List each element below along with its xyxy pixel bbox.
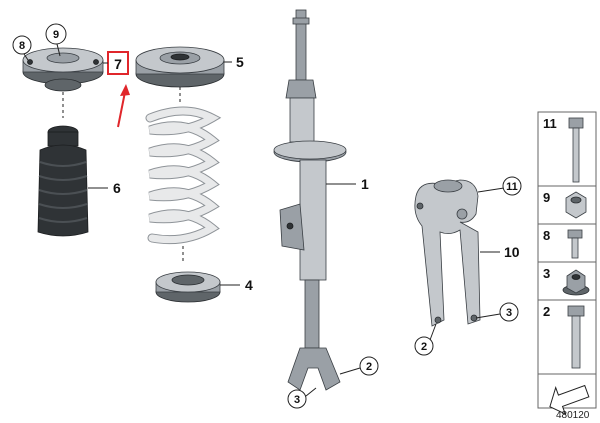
callout-9: 9 [53, 29, 59, 41]
callout-3b-circle [499, 302, 519, 322]
callout-3b: 3 [506, 307, 512, 319]
short-bolt-icon [567, 229, 583, 259]
top-mount-left [22, 47, 104, 92]
long-bolt-icon [568, 117, 584, 183]
panel-label-11: 11 [543, 116, 557, 131]
panel-label-2: 2 [543, 304, 550, 319]
callout-8: 8 [19, 40, 25, 52]
shock-absorber-strut [273, 9, 347, 391]
hex-nut-icon [565, 191, 587, 219]
direction-arrow-icon [549, 384, 590, 415]
callout-4: 4 [245, 277, 253, 293]
callout-8-circle [12, 35, 32, 55]
top-mount-center [135, 46, 225, 88]
fork-bracket [414, 179, 481, 327]
spring-seat [155, 271, 221, 303]
panel-cell-11 [537, 111, 597, 187]
coil-spring [145, 106, 222, 245]
red-arrow-icon [117, 84, 130, 128]
hardware-side-panel: 11 9 8 3 2 [537, 111, 597, 415]
callout-2a: 2 [366, 361, 372, 373]
panel-label-8: 8 [543, 228, 550, 243]
dust-boot [37, 125, 89, 237]
panel-label-9: 9 [543, 190, 550, 205]
callout-9-circle [45, 23, 67, 45]
callout-10: 10 [504, 244, 520, 260]
panel-cell-2 [537, 299, 597, 375]
panel-label-3: 3 [543, 266, 550, 281]
callout-2a-circle [359, 356, 379, 376]
callout-2b-circle [414, 336, 434, 356]
callout-6: 6 [113, 180, 121, 196]
callout-11-circle [502, 176, 522, 196]
callout-3a-circle [287, 389, 307, 409]
callout-3a: 3 [294, 394, 300, 406]
panel-cell-8 [537, 223, 597, 263]
callout-5: 5 [236, 54, 244, 70]
flange-nut-icon [562, 269, 590, 296]
callout-2b: 2 [421, 341, 427, 353]
reference-number: 480120 [556, 410, 590, 421]
medium-bolt-icon [567, 305, 585, 369]
callout-7: 7 [114, 56, 122, 72]
callout-1: 1 [361, 176, 369, 192]
callout-11: 11 [506, 181, 518, 193]
